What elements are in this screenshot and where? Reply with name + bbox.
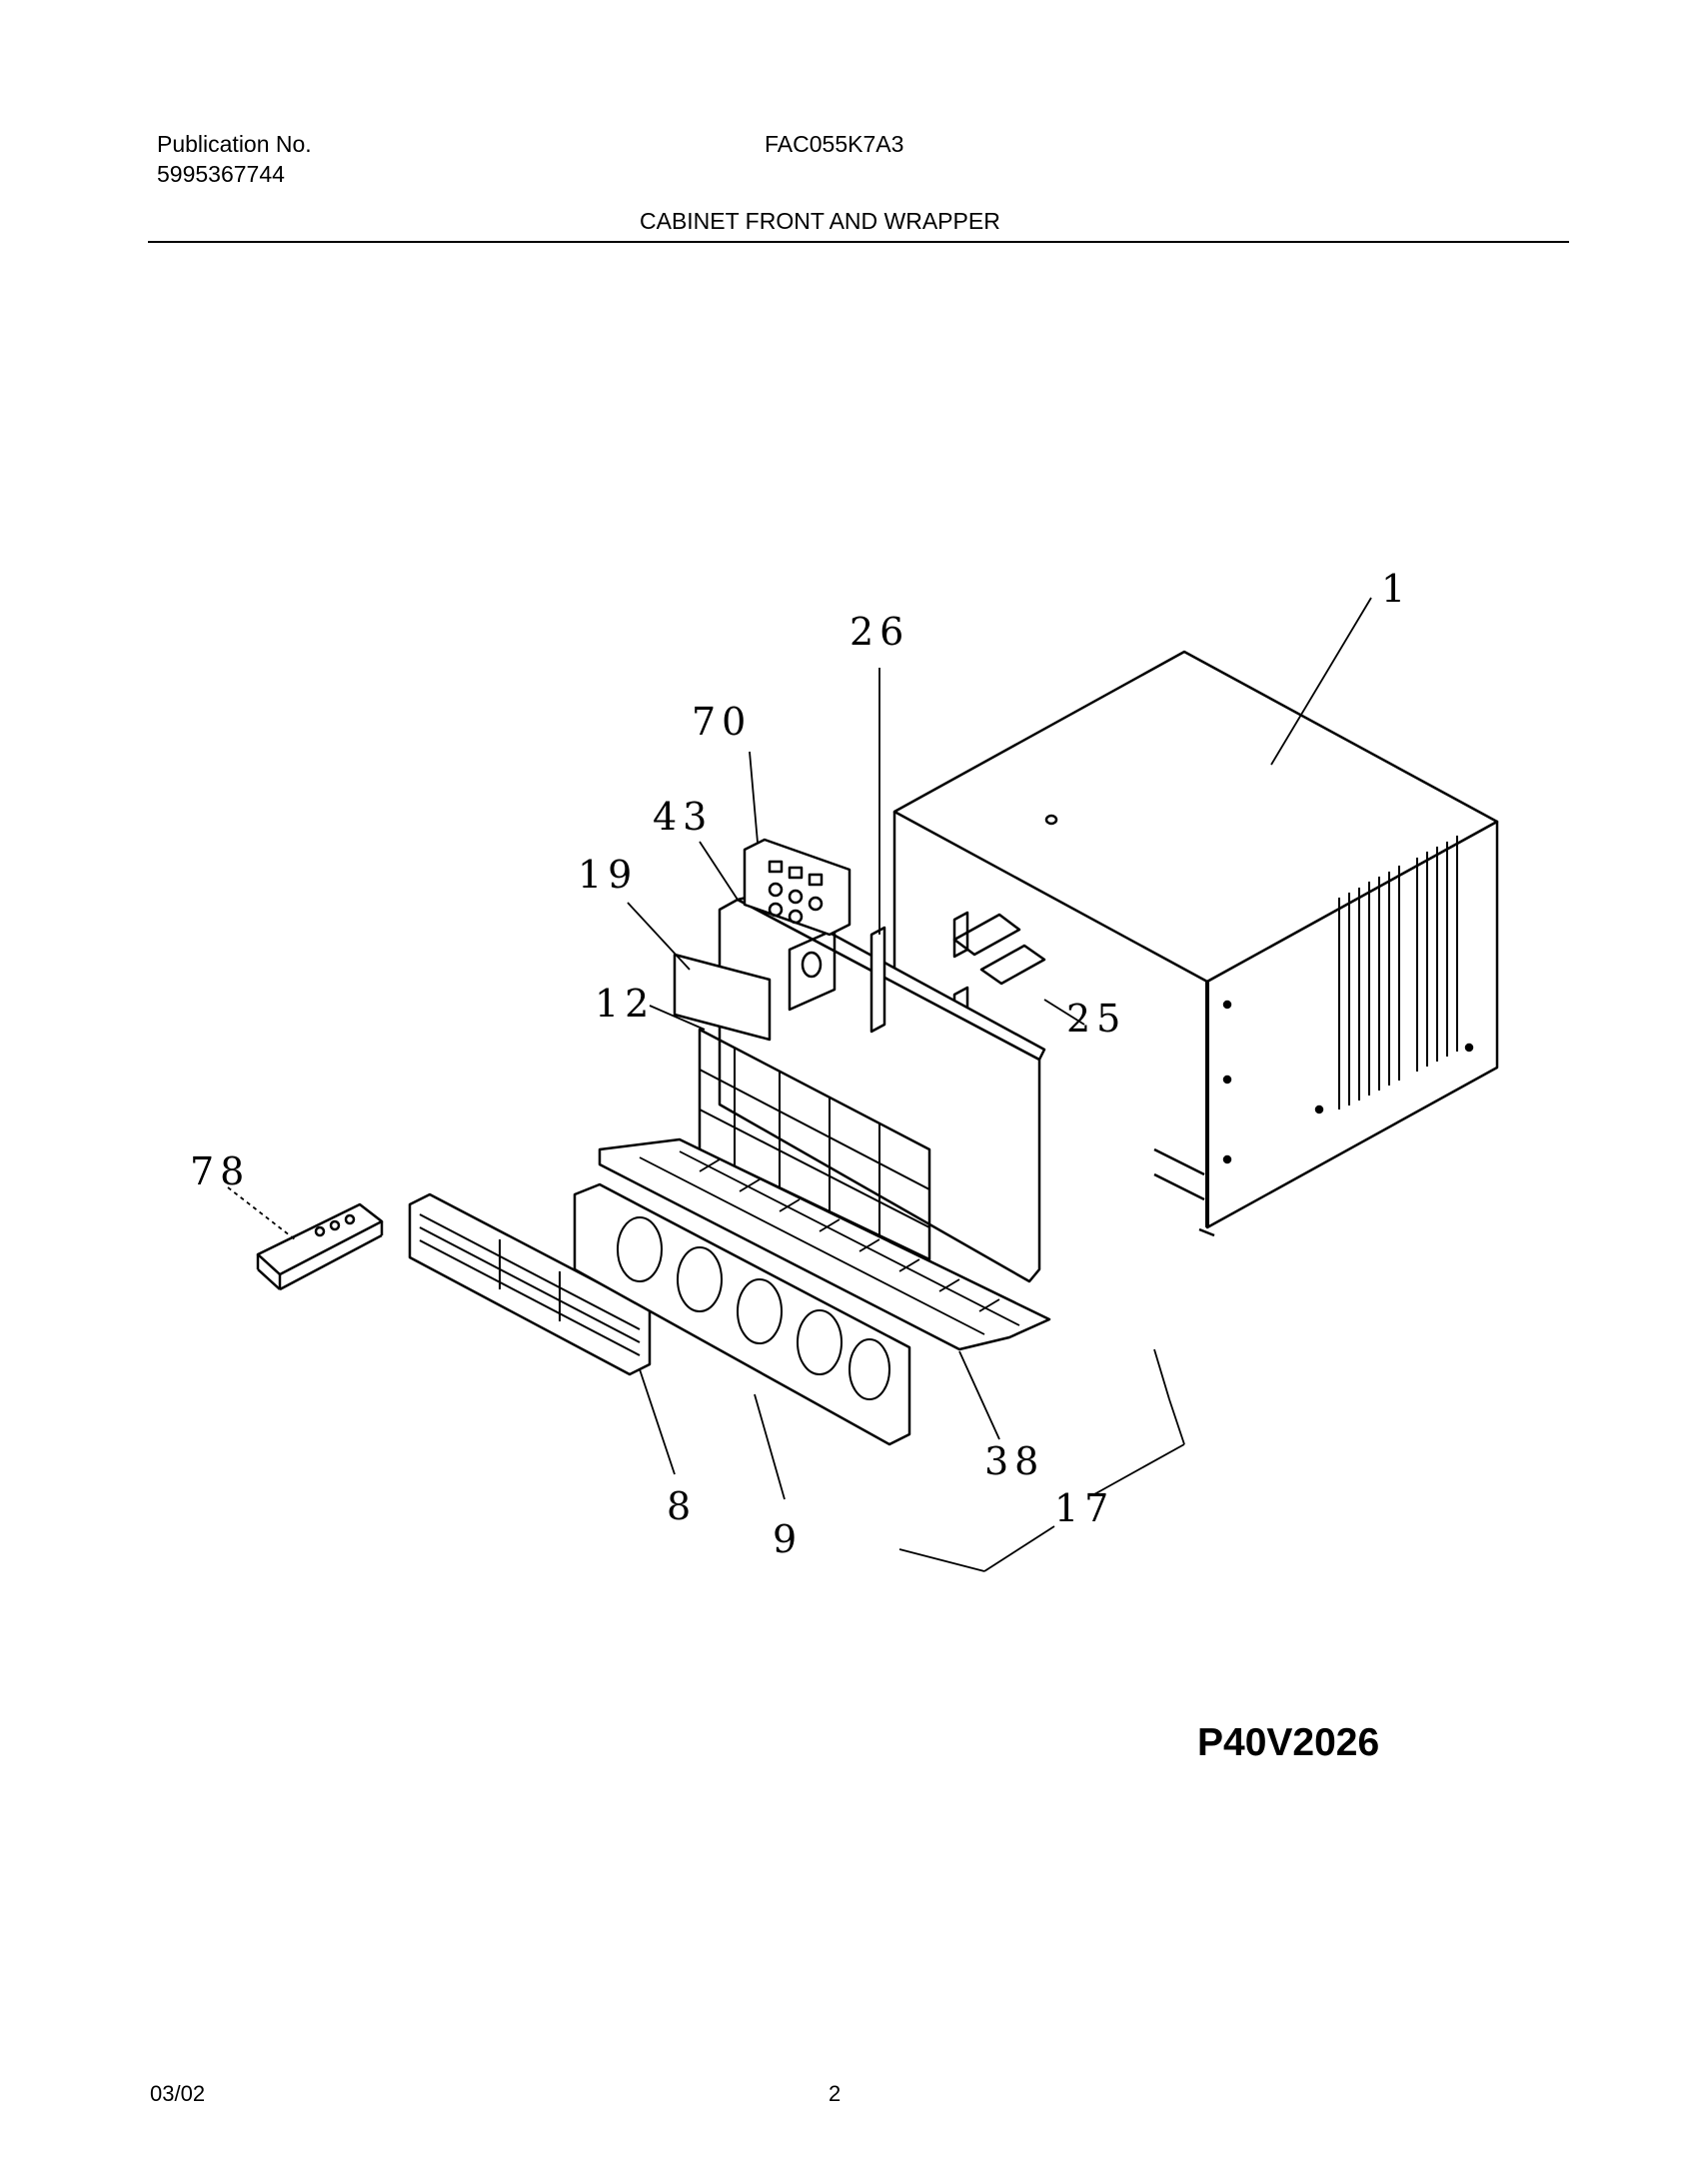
callout-25: 25 [1066,997,1126,1041]
publication-label: Publication No. [157,131,312,157]
drawing-code: P40V2026 [1197,1721,1380,1764]
callout-17: 17 [1054,1486,1114,1530]
callout-70: 70 [692,700,752,744]
callout-43: 43 [653,795,713,839]
callout-1: 1 [1381,567,1411,611]
publication-number: 5995367744 [157,161,285,187]
remote-control [256,1202,384,1291]
wrapper-cabinet [892,650,1499,1237]
leader-lines [227,597,1372,1572]
model-number: FAC055K7A3 [765,131,904,157]
callout-26: 26 [850,610,909,654]
callout-9: 9 [773,1517,803,1561]
cabinet-front [598,893,1051,1351]
footer-page-number: 2 [829,2081,842,2106]
control-panel [743,838,852,937]
callout-78: 78 [190,1149,250,1193]
section-title: CABINET FRONT AND WRAPPER [640,208,1000,234]
callout-8: 8 [667,1484,697,1528]
louver-assembly [573,1182,911,1446]
callout-12: 12 [595,982,655,1026]
label-plate [673,953,772,1042]
callout-38: 38 [984,1439,1044,1483]
bracket-26 [869,926,886,1034]
callout-19: 19 [578,853,638,897]
louver-grille [408,1192,652,1376]
header-rule [148,241,1569,243]
footer-date: 03/02 [150,2081,206,2106]
